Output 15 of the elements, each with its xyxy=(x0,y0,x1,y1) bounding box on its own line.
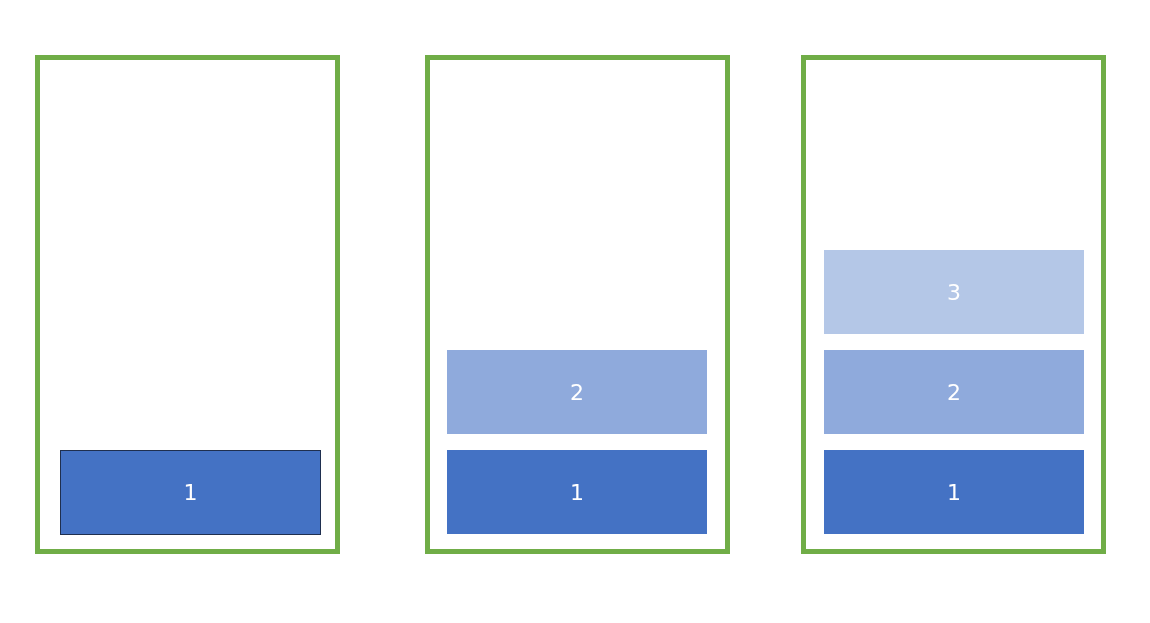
container-box xyxy=(35,55,340,554)
stack-block xyxy=(824,350,1084,434)
block-number: 1 xyxy=(183,480,198,505)
block-number: 3 xyxy=(947,279,961,305)
block-number: 2 xyxy=(570,379,584,405)
block-number: 1 xyxy=(947,479,961,505)
container-box xyxy=(801,55,1106,554)
stack-block xyxy=(447,450,707,534)
stack-block xyxy=(824,250,1084,334)
block-number: 1 xyxy=(570,479,584,505)
block-number: 2 xyxy=(947,379,961,405)
stack-block xyxy=(824,450,1084,534)
stack-block xyxy=(447,350,707,434)
stack-block xyxy=(60,450,321,535)
container-box xyxy=(425,55,730,554)
